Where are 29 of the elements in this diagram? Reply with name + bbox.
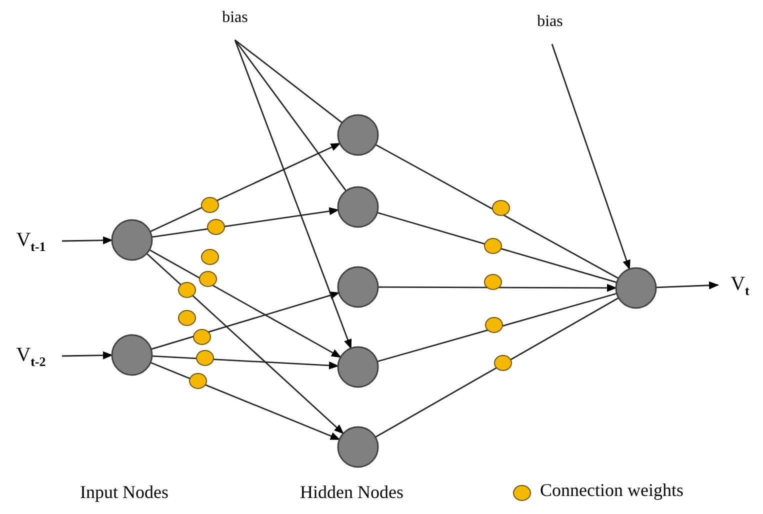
variable-label: V$_{t-2}$ xyxy=(4,343,58,374)
neuron-node xyxy=(337,266,379,308)
connection-arrow xyxy=(152,207,340,238)
legend-label: Connection weights xyxy=(540,480,684,501)
connection-arrow xyxy=(62,351,113,360)
variable-label: V$_{t}$ xyxy=(722,272,758,303)
neuron-node xyxy=(337,346,379,388)
connection-arrow xyxy=(234,40,352,350)
connection-arrow xyxy=(656,281,719,290)
bias-label: bias xyxy=(528,10,572,34)
connection-arrow xyxy=(146,252,344,434)
connection-arrow xyxy=(150,362,340,440)
variable-label: V$_{t-1}$ xyxy=(4,228,58,259)
layer-label: Hidden Nodes xyxy=(300,482,404,503)
connection-arrow xyxy=(149,249,342,358)
connection-arrow xyxy=(150,142,341,232)
connection-arrow xyxy=(152,355,339,370)
bias-label: bias xyxy=(213,6,257,30)
neuron-node xyxy=(337,426,379,468)
neuron-node xyxy=(111,334,153,376)
connection-arrow xyxy=(151,292,340,350)
neuron-node xyxy=(337,114,379,156)
connection-arrow xyxy=(62,236,113,244)
connection-arrow xyxy=(378,284,617,292)
layer-label: Input Nodes xyxy=(80,482,168,503)
neuron-node xyxy=(337,186,379,228)
neuron-node xyxy=(615,267,657,309)
neuron-node xyxy=(111,219,153,261)
connection-arrow xyxy=(551,44,630,270)
